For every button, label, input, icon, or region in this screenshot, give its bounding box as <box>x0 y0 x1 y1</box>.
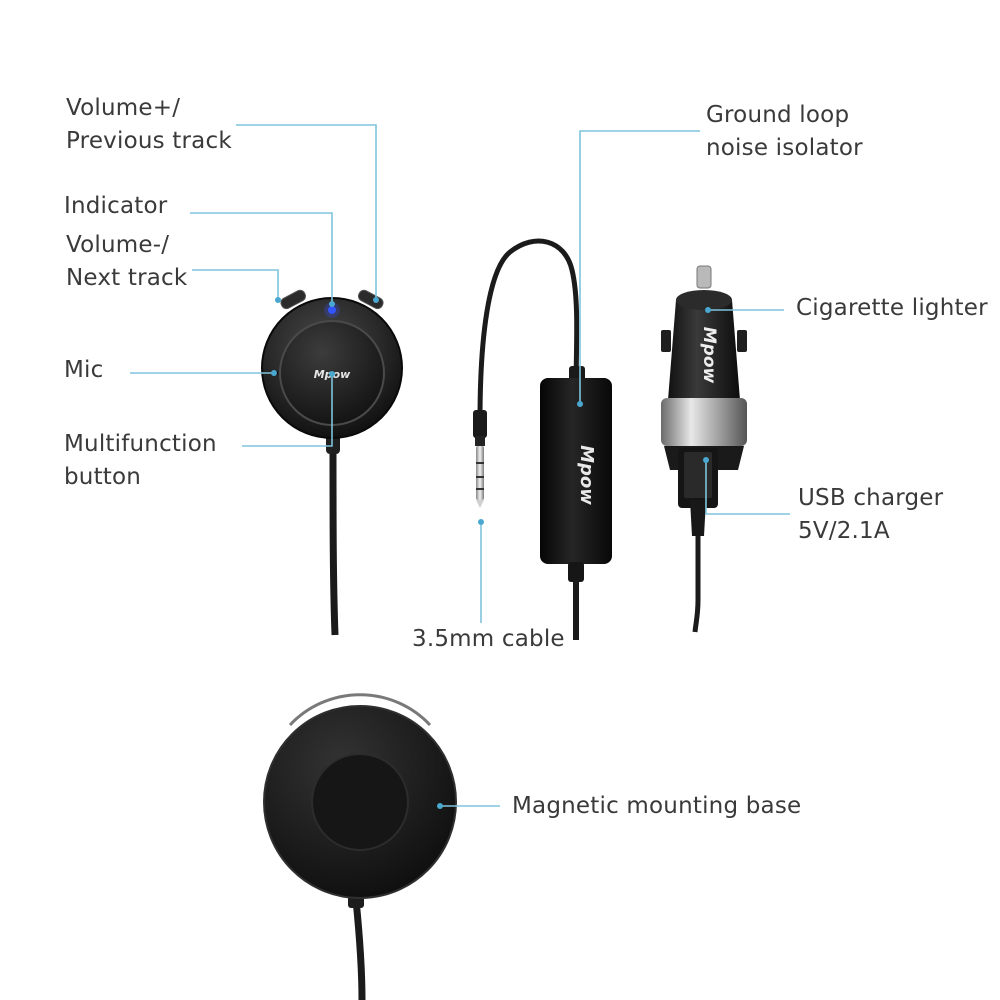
callout-multifunction <box>242 372 333 447</box>
volume-plus-key <box>357 289 384 310</box>
label-cigarette: Cigarette lighter <box>796 295 988 321</box>
label-multifunction: Multifunction button <box>64 431 217 490</box>
label-cable: 3.5mm cable <box>412 626 565 652</box>
label-magnetic: Magnetic mounting base <box>512 793 802 819</box>
label-mic: Mic <box>64 357 104 383</box>
isolator-box <box>540 378 612 564</box>
charger-chrome-band <box>661 398 747 446</box>
volume-minus-key <box>280 289 307 310</box>
aux-jack <box>476 446 484 500</box>
label-ground-loop: Ground loop noise isolator <box>706 102 863 161</box>
label-volume-minus: Volume-/ Next track <box>66 232 188 291</box>
receiver-device: Mpow <box>261 289 403 636</box>
aux-cable <box>477 238 580 421</box>
label-volume-plus: Volume+/ Previous track <box>66 95 232 154</box>
car-charger-device: Mpow <box>661 265 747 633</box>
charger-tip <box>696 265 712 289</box>
base-cable <box>352 899 366 1000</box>
brand-logo-isolator: Mpow <box>576 445 597 505</box>
label-usb: USB charger 5V/2.1A <box>798 485 944 544</box>
base-magnet-pad <box>311 753 409 851</box>
indicator-led <box>328 306 336 314</box>
callout-ground-loop <box>579 130 700 404</box>
label-indicator: Indicator <box>64 193 168 219</box>
callout-dots <box>271 297 711 809</box>
usb-cable <box>692 536 701 633</box>
callout-lines <box>130 124 790 807</box>
magnetic-base-device <box>263 693 457 1000</box>
callout-usb <box>705 460 790 515</box>
callout-indicator <box>190 212 333 304</box>
charger-body <box>668 300 740 400</box>
receiver-cable <box>329 439 339 636</box>
callout-volume-plus <box>236 124 377 300</box>
isolator-device: Mpow <box>473 238 612 640</box>
callout-volume-minus <box>192 269 279 300</box>
brand-logo-charger: Mpow <box>699 327 719 384</box>
